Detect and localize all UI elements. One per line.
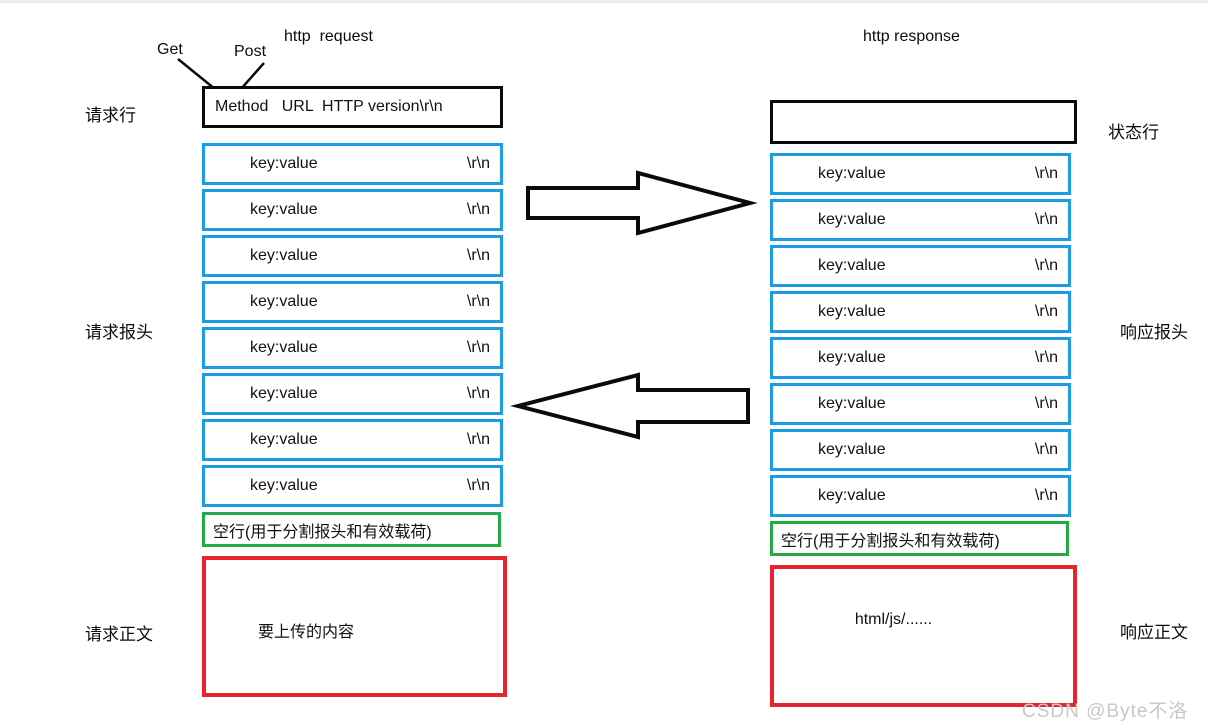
header-key: key:value [250,477,318,494]
response-blank-line-text: 空行(用于分割报头和有效载荷) [781,532,1000,550]
header-crlf: \r\n [1034,303,1058,320]
request-line-box: Method URL HTTP version\r\n [202,86,503,128]
header-crlf: \r\n [466,477,490,494]
header-crlf: \r\n [1034,487,1058,504]
header-crlf: \r\n [1034,257,1058,274]
request-body-box: 要上传的内容 [202,556,507,697]
header-crlf: \r\n [466,247,490,264]
header-crlf: \r\n [466,431,490,448]
header-key: key:value [818,487,886,504]
header-row: key:value \r\n [202,419,503,461]
header-key: key:value [818,303,886,320]
header-row: key:value \r\n [202,189,503,231]
header-row: key:value \r\n [202,143,503,185]
header-row: key:value \r\n [770,429,1071,471]
header-row: key:value \r\n [770,153,1071,195]
request-line-label: 请求行 [85,106,136,125]
header-row: key:value \r\n [770,475,1071,517]
http-response-title: http response [863,28,960,45]
header-key: key:value [818,165,886,182]
header-crlf: \r\n [466,339,490,356]
request-direction-arrow-icon [526,170,758,236]
header-crlf: \r\n [466,385,490,402]
header-key: key:value [250,385,318,402]
header-crlf: \r\n [466,201,490,218]
response-headers-label: 响应报头 [1120,323,1188,342]
header-row: key:value \r\n [202,465,503,507]
header-key: key:value [818,211,886,228]
header-row: key:value \r\n [202,281,503,323]
header-key: key:value [818,395,886,412]
header-key: key:value [818,349,886,366]
response-status-label: 状态行 [1108,123,1159,142]
header-crlf: \r\n [466,155,490,172]
header-key: key:value [250,201,318,218]
request-blank-line-text: 空行(用于分割报头和有效载荷) [213,523,432,541]
header-row: key:value \r\n [770,291,1071,333]
header-key: key:value [818,257,886,274]
response-body-text: html/js/...... [854,611,933,628]
header-row: key:value \r\n [770,383,1071,425]
response-body-box: html/js/...... [770,565,1077,707]
header-crlf: \r\n [1034,349,1058,366]
request-body-label: 请求正文 [85,625,153,644]
request-headers-label: 请求报头 [85,323,153,342]
response-blank-line-box: 空行(用于分割报头和有效载荷) [770,521,1069,556]
response-status-line-box [770,100,1077,144]
response-direction-arrow-icon [510,372,750,440]
header-key: key:value [250,293,318,310]
header-crlf: \r\n [1034,165,1058,182]
post-label: Post [234,43,267,60]
watermark: CSDN @Byte不洛 [1022,701,1189,722]
header-crlf: \r\n [1034,211,1058,228]
header-key: key:value [250,155,318,172]
header-row: key:value \r\n [770,199,1071,241]
header-row: key:value \r\n [770,245,1071,287]
header-key: key:value [250,247,318,264]
header-crlf: \r\n [1034,441,1058,458]
http-request-title: http request [284,28,373,45]
request-body-text: 要上传的内容 [258,624,355,641]
header-key: key:value [818,441,886,458]
request-line-text: Method URL HTTP version\r\n [215,98,443,115]
header-row: key:value \r\n [202,373,503,415]
request-blank-line-box: 空行(用于分割报头和有效载荷) [202,512,501,547]
header-key: key:value [250,339,318,356]
header-key: key:value [250,431,318,448]
header-row: key:value \r\n [202,327,503,369]
header-row: key:value \r\n [202,235,503,277]
header-crlf: \r\n [1034,395,1058,412]
header-row: key:value \r\n [770,337,1071,379]
response-body-label: 响应正文 [1120,623,1188,642]
get-label: Get [157,41,183,58]
header-crlf: \r\n [466,293,490,310]
